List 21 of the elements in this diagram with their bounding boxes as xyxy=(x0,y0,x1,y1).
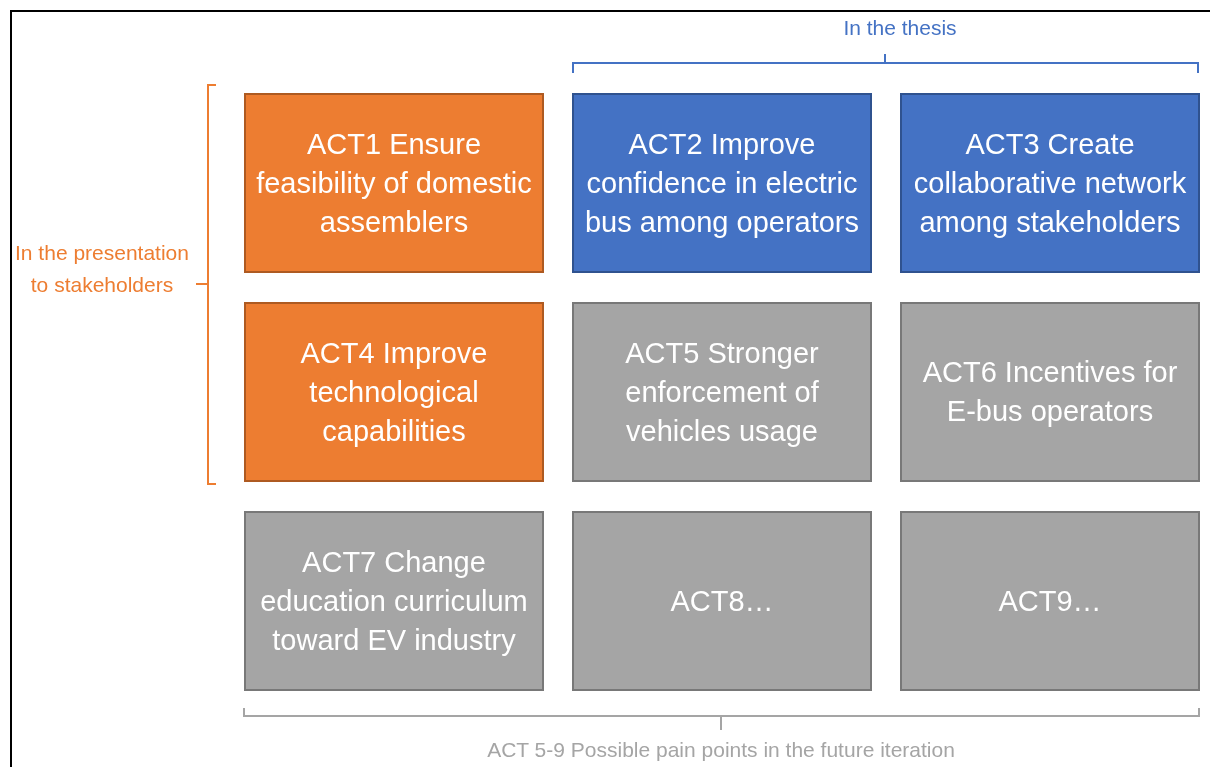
action-box xyxy=(244,93,544,273)
action-box xyxy=(244,302,544,482)
action-text: ACT7 Change education curriculum toward EV industry xyxy=(259,544,529,658)
action-box xyxy=(900,302,1200,482)
action-text: ACT2 Improve confidence in electric bus among operators xyxy=(583,126,861,240)
action-text: ACT1 Ensure feasibility of domestic assemblers xyxy=(255,126,533,240)
action-box xyxy=(572,93,872,273)
action-text: ACT6 Incentives for E-bus operators xyxy=(921,355,1179,429)
bracket-label: ACT 5-9 Possible pain points in the future iteration xyxy=(486,737,956,763)
action-text: ACT5 Stronger enforcement of vehicles usage xyxy=(624,335,820,449)
action-box xyxy=(572,511,872,691)
action-text: ACT8… xyxy=(669,583,775,619)
bracket-label: In the thesis xyxy=(842,15,958,41)
bracket-label: In the presentation to stakeholders xyxy=(14,240,190,298)
action-text: ACT3 Create collaborative network among stakeholders xyxy=(912,126,1188,240)
action-box xyxy=(900,93,1200,273)
action-box xyxy=(572,302,872,482)
action-text: ACT4 Improve technological capabilities xyxy=(299,335,489,449)
action-text: ACT9… xyxy=(997,583,1103,619)
action-box xyxy=(244,511,544,691)
action-box xyxy=(900,511,1200,691)
